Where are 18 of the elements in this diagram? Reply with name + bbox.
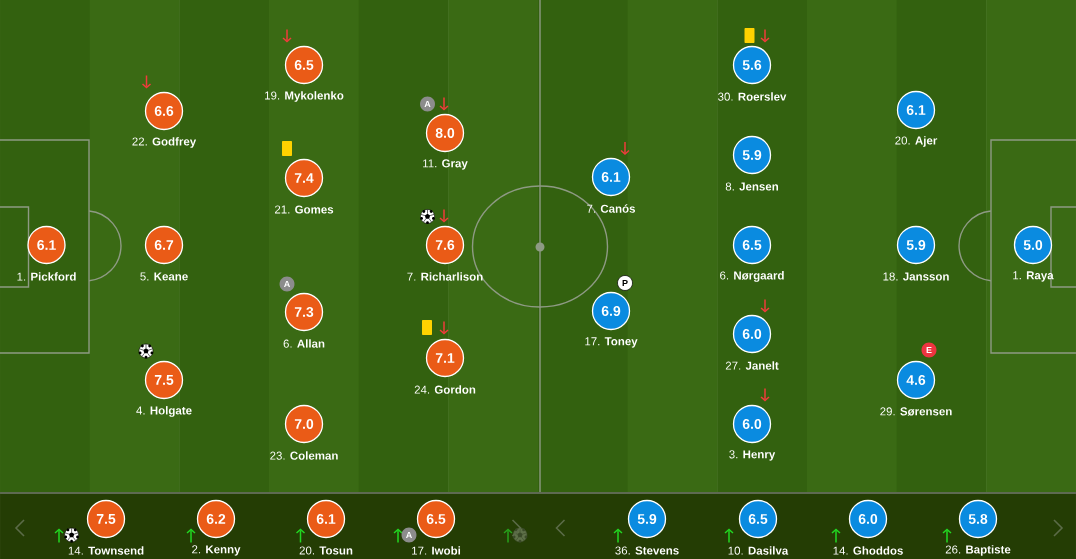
player-name: 1. Raya [1013,271,1054,282]
player-name: 18. Jansson [883,272,949,281]
player-name: 22. Godfrey [132,137,197,148]
player-name: 1. Pickford [17,272,76,281]
letter-badge: A [401,527,417,543]
player-name: 20. Tosun [299,546,353,555]
player-name: 14. Ghoddos [833,546,903,555]
player-name: 4. Holgate [136,406,192,417]
letter-badge: E [921,342,937,358]
player-name: 36. Stevens [615,546,679,555]
player-name: 5. Keane [140,272,188,281]
player-name: 10. Dasilva [728,546,789,555]
player-name: 17. Iwobi [412,546,460,555]
player-name: 14. Townsend [68,546,144,555]
player-name: 2. Kenny [192,545,241,556]
player-name: 26. Baptiste [945,545,1011,556]
player-name: 20. Ajer [895,136,938,147]
player-name: 29. Sørensen [880,407,952,416]
